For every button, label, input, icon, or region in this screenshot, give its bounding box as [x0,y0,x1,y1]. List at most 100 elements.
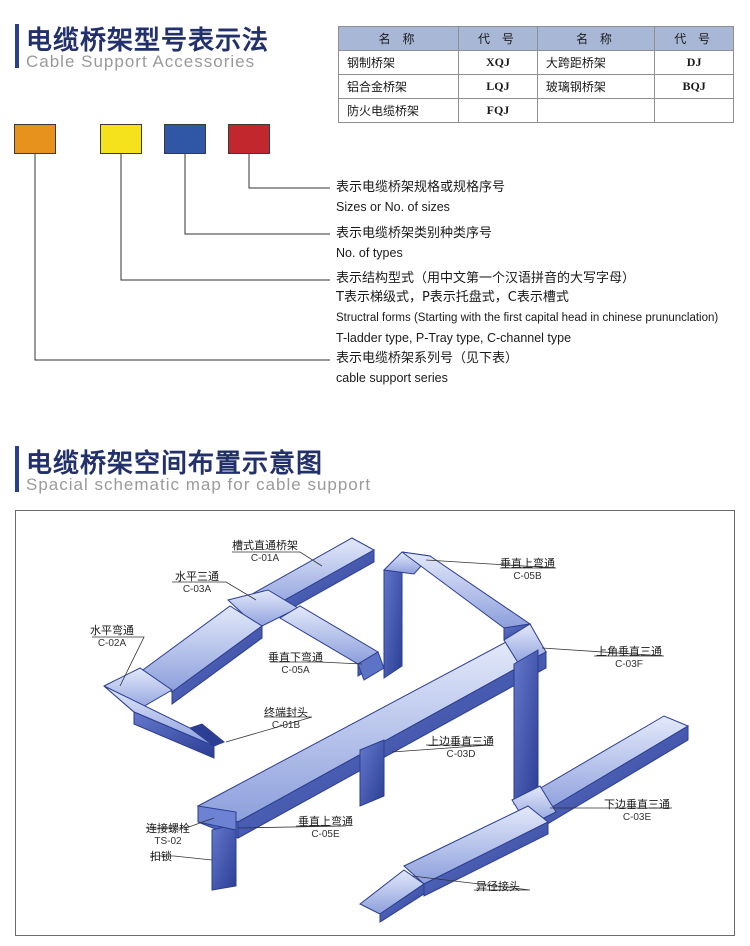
legend-structure-en2: T-ladder type, P-Tray type, C-channel ty… [336,331,572,345]
col-header-code: 代 号 [654,26,734,51]
main-tray-run [196,623,548,891]
legend-structure: 表示结构型式（用中文第一个汉语拼音的大写字母） T表示梯级式，P表示托盘式，C表… [336,271,718,346]
legend-series: 表示电缆桥架系列号（见下表） cable support series [336,351,518,386]
label-vertical-down-elbow: 垂直下弯通 C-05A [268,651,323,677]
leader-c01a [232,551,323,567]
label-code: C-05B [513,571,542,582]
col-header-name: 名 称 [337,26,460,51]
label-code: C-03E [622,812,652,823]
leader-series [34,154,330,361]
tray-front-left-side [133,711,215,759]
label-cn: 槽式直通桥架 [232,539,298,552]
label-horizontal-tee: 水平三通 C-03A [175,570,219,596]
code-table: 名 称 代 号 名 称 代 号 钢制桥架 XQJ 大跨距桥架 DJ 铝合金桥架 … [337,26,734,123]
leader-reducer [411,875,531,891]
diagram-frame [15,510,735,936]
leader-c05e [237,825,347,829]
cell-name: 防火电缆桥架 [337,98,460,123]
label-cn: 垂直上弯通 [298,815,353,828]
label-code: C-03A [182,584,212,595]
swatch-structure [100,124,142,154]
swatch-series [14,124,56,154]
table-row: 铝合金桥架 LQJ 玻璃钢桥架 BQJ [337,74,734,99]
legend-type: 表示电缆桥架类别种类序号 No. of types [336,226,492,261]
label-code: C-01A [250,553,280,564]
swatch-size [228,124,270,154]
label-connecting-bolt: 连接螺栓 TS-02 [146,822,190,848]
lower-elbow-c05e [197,805,237,831]
legend-type-cn: 表示电缆桥架类别种类序号 [336,226,493,241]
legend-size: 表示电缆桥架规格或规格序号 Sizes or No. of sizes [336,180,505,215]
section2-accent-bar [15,446,19,492]
leader-structure [120,154,330,281]
label-lock: 扣锁 [150,850,172,863]
leader-c05b [425,559,557,569]
label-cn: 终端封头 [264,706,308,719]
cell-code: FQJ [458,98,538,123]
label-cn: 上角垂直三通 [596,645,662,658]
label-corner-vertical-tee: 上角垂直三通 C-03F [596,645,662,671]
label-cn: 扣锁 [150,850,172,863]
lower-right-run [359,715,690,923]
leader-c03a [172,581,257,601]
vertical-drop-left [211,823,237,891]
main-tray-side [237,651,547,839]
diagram-leader-lines [92,551,672,891]
label-code: C-03D [446,749,476,760]
vertical-drop-right [513,649,539,805]
cell-name [536,98,656,123]
section1-subtitle: Cable Support Accessories [26,52,256,71]
label-code: C-05E [311,829,340,840]
label-code: C-05A [281,665,310,676]
legend-leader-lines [34,154,330,361]
table-row: 防火电缆桥架 FQJ [337,98,734,123]
section2-title: 电缆桥架空间布置示意图 [26,449,324,479]
label-upper-vertical-tee: 上边垂直三通 C-03D [428,735,494,761]
label-code: C-03F [615,659,643,670]
section1-accent-bar [15,24,19,68]
label-cn: 异径接头 [476,880,520,893]
cell-name: 钢制桥架 [337,50,460,75]
legend-structure-cn2: T表示梯级式，P表示托盘式，C表示槽式 [336,290,569,305]
upper-tray-loop [103,537,532,759]
label-code: TS-02 [154,836,182,847]
vertical-riser [383,557,403,679]
label-vertical-up-elbow-e: 垂直上弯通 C-05E [298,815,353,841]
label-cn: 水平三通 [175,570,219,583]
label-reducer: 异径接头 [476,880,520,893]
leader-c03f [541,647,665,657]
swatch-type [164,124,206,154]
leader-c01b [225,716,313,743]
section1-title: 电缆桥架型号表示法 [26,26,270,56]
legend-size-cn: 表示电缆桥架规格或规格序号 [336,180,506,195]
label-cn: 水平弯通 [90,624,134,637]
cell-name: 铝合金桥架 [337,74,460,99]
leader-c05a [270,661,363,665]
label-cn: 连接螺栓 [146,822,190,835]
table-row: 钢制桥架 XQJ 大跨距桥架 DJ [337,50,734,75]
end-cap-c01b [188,723,225,747]
leader-type [184,154,330,235]
label-vertical-up-elbow-b: 垂直上弯通 C-05B [500,557,555,583]
label-code: C-02A [97,638,127,649]
legend-structure-cn: 表示结构型式（用中文第一个汉语拼音的大写字母） [336,271,636,286]
cell-code [654,98,734,123]
legend-type-en: No. of types [336,246,403,260]
label-cn: 垂直下弯通 [268,651,323,664]
leader-lock [150,855,213,861]
leader-c03d [391,744,491,753]
section2-subtitle: Spacial schematic map for cable support [26,475,372,494]
cell-code: LQJ [458,74,538,99]
cell-name: 大跨距桥架 [536,50,656,75]
label-cn: 垂直上弯通 [500,557,555,570]
legend-size-en: Sizes or No. of sizes [336,200,450,214]
vertical-drop-mid [359,739,385,807]
leader-c02a [92,636,145,687]
legend-series-en: cable support series [336,371,448,385]
legend-series-cn: 表示电缆桥架系列号（见下表） [336,351,519,366]
label-lower-vertical-tee: 下边垂直三通 C-03E [604,798,670,824]
label-cn: 下边垂直三通 [604,798,670,811]
label-code: C-01B [271,720,301,731]
col-header-name: 名 称 [536,26,656,51]
legend-structure-en: Structral forms (Starting with the first… [336,312,719,324]
